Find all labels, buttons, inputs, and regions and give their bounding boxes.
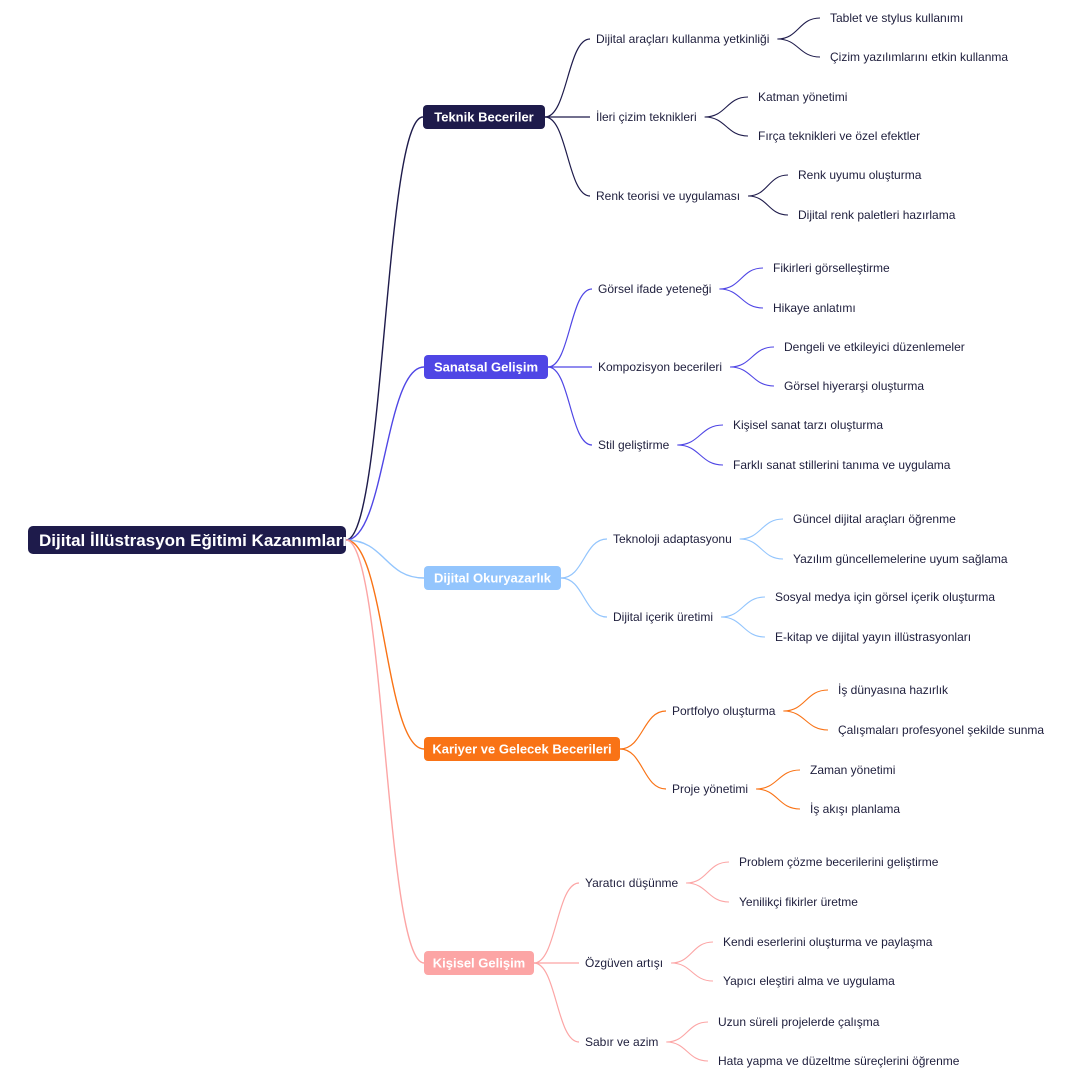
branch-connector — [544, 116, 591, 197]
branch-node-label: Dijital Okuryazarlık — [434, 571, 552, 586]
leaf-node-label[interactable]: Zaman yönetimi — [810, 763, 895, 777]
leaf-node-label[interactable]: Fikirleri görselleştirme — [773, 261, 890, 275]
leaf-node-label[interactable]: Görsel hiyerarşi oluşturma — [784, 379, 924, 393]
leaf-node-label[interactable]: Renk uyumu oluşturma — [798, 168, 922, 182]
branch-connector — [560, 538, 608, 579]
leaf-connector — [671, 962, 714, 982]
leaf-node-label[interactable]: Yazılım güncellemelerine uyum sağlama — [793, 552, 1008, 566]
leaf-node-label[interactable]: Sosyal medya için görsel içerik oluşturm… — [775, 590, 995, 604]
branch-node[interactable]: Sanatsal Gelişim — [424, 355, 548, 379]
leaf-connector — [671, 941, 714, 964]
leaf-node-label[interactable]: Çizim yazılımlarını etkin kullanma — [830, 50, 1008, 64]
leaf-connector — [783, 689, 829, 712]
sub-node-label[interactable]: Proje yönetimi — [672, 782, 748, 796]
sub-node-label[interactable]: Teknoloji adaptasyonu — [613, 532, 732, 546]
sub-node-label[interactable]: İleri çizim teknikleri — [596, 110, 697, 124]
leaf-connector — [730, 346, 775, 368]
leaf-connector — [739, 538, 784, 560]
leaf-node-label[interactable]: Hata yapma ve düzeltme süreçlerini öğren… — [718, 1054, 960, 1068]
branch-connector — [560, 577, 608, 618]
leaf-node-label[interactable]: Uzun süreli projelerde çalışma — [718, 1015, 880, 1029]
sub-node-label[interactable]: Yaratıcı düşünme — [585, 876, 678, 890]
branch-node[interactable]: Dijital Okuryazarlık — [424, 566, 561, 590]
leaf-connector — [677, 444, 724, 466]
leaf-node-label[interactable]: Tablet ve stylus kullanımı — [830, 11, 963, 25]
branch-connector — [544, 38, 591, 118]
sub-node-label[interactable]: Dijital araçları kullanma yetkinliği — [596, 32, 769, 46]
leaf-connector — [739, 518, 784, 540]
leaf-connector — [756, 769, 801, 790]
leaf-node-label[interactable]: Fırça teknikleri ve özel efektler — [758, 129, 920, 143]
leaf-node-label[interactable]: E-kitap ve dijital yayın illüstrasyonlar… — [775, 630, 971, 644]
sub-node-label[interactable]: Kompozisyon becerileri — [598, 360, 722, 374]
branch-connector — [533, 962, 580, 1043]
leaf-node-label[interactable]: Çalışmaları profesyonel şekilde sunma — [838, 723, 1044, 737]
branch-connector — [533, 882, 580, 964]
leaf-connector — [686, 861, 730, 884]
root-node[interactable]: Dijital İllüstrasyon Eğitimi Kazanımları — [28, 526, 347, 554]
leaf-connector — [777, 38, 821, 58]
leaf-node-label[interactable]: Dijital renk paletleri hazırlama — [798, 208, 956, 222]
leaf-connector — [721, 616, 766, 638]
leaf-node-label[interactable]: Katman yönetimi — [758, 90, 847, 104]
leaf-node-label[interactable]: Hikaye anlatımı — [773, 301, 856, 315]
leaf-connector — [686, 882, 730, 903]
leaf-node-label[interactable]: İş dünyasına hazırlık — [838, 683, 949, 697]
leaf-connector — [730, 366, 775, 387]
leaf-node-label[interactable]: Kişisel sanat tarzı oluşturma — [733, 418, 883, 432]
leaf-node-label[interactable]: Kendi eserlerini oluşturma ve paylaşma — [723, 935, 933, 949]
branch-node-pill — [424, 566, 561, 590]
leaf-node-label[interactable]: Yapıcı eleştiri alma ve uygulama — [723, 974, 895, 988]
branch-node-label: Teknik Beceriler — [434, 110, 533, 125]
root-node-pill — [28, 526, 346, 554]
leaf-node-label[interactable]: Problem çözme becerilerini geliştirme — [739, 855, 939, 869]
sub-node-label[interactable]: Dijital içerik üretimi — [613, 610, 713, 624]
sub-node-label[interactable]: Görsel ifade yeteneği — [598, 282, 711, 296]
leaf-node-label[interactable]: Yenilikçi fikirler üretme — [739, 895, 858, 909]
root-connector — [345, 366, 425, 541]
leaf-connector — [666, 1021, 709, 1043]
sub-node-label[interactable]: Portfolyo oluşturma — [672, 704, 776, 718]
leaf-connector — [666, 1041, 709, 1062]
sub-node-label[interactable]: Stil geliştirme — [598, 438, 670, 452]
leaf-connector — [719, 288, 764, 309]
branch-node-label: Kariyer ve Gelecek Becerileri — [432, 742, 611, 757]
branch-node[interactable]: Kariyer ve Gelecek Becerileri — [424, 737, 620, 761]
leaf-connector — [704, 116, 749, 137]
leaf-connector — [704, 96, 749, 118]
root-node-label: Dijital İllüstrasyon Eğitimi Kazanımları — [39, 531, 347, 550]
root-connector — [345, 539, 425, 750]
sub-node-label[interactable]: Renk teorisi ve uygulaması — [596, 189, 740, 203]
leaf-connector — [748, 174, 789, 197]
root-connector — [345, 116, 424, 541]
leaf-connector — [756, 788, 801, 810]
branch-node-label: Sanatsal Gelişim — [434, 360, 538, 375]
branch-connector — [547, 288, 593, 368]
leaf-node-label[interactable]: İş akışı planlama — [810, 802, 900, 816]
branch-connector — [547, 366, 593, 446]
branch-node[interactable]: Teknik Beceriler — [423, 105, 545, 129]
branch-connector — [619, 710, 667, 750]
leaf-connector — [783, 710, 829, 731]
leaf-connector — [748, 195, 789, 216]
root-connector — [345, 539, 425, 579]
branch-node-pill — [424, 737, 620, 761]
branch-node-pill — [424, 951, 534, 975]
root-connector — [345, 539, 425, 964]
branch-node-pill — [424, 355, 548, 379]
branch-node-pill — [423, 105, 545, 129]
leaf-node-label[interactable]: Dengeli ve etkileyici düzenlemeler — [784, 340, 965, 354]
leaf-connector — [721, 596, 766, 618]
leaf-node-label[interactable]: Güncel dijital araçları öğrenme — [793, 512, 956, 526]
branch-node-label: Kişisel Gelişim — [433, 956, 526, 971]
sub-node-label[interactable]: Özgüven artışı — [585, 956, 663, 970]
leaf-connector — [677, 424, 724, 446]
leaf-node-label[interactable]: Farklı sanat stillerini tanıma ve uygula… — [733, 458, 951, 472]
leaf-connector — [777, 17, 821, 40]
sub-node-label[interactable]: Sabır ve azim — [585, 1035, 658, 1049]
branch-connector — [619, 748, 667, 790]
leaf-connector — [719, 267, 764, 290]
branch-node[interactable]: Kişisel Gelişim — [424, 951, 534, 975]
